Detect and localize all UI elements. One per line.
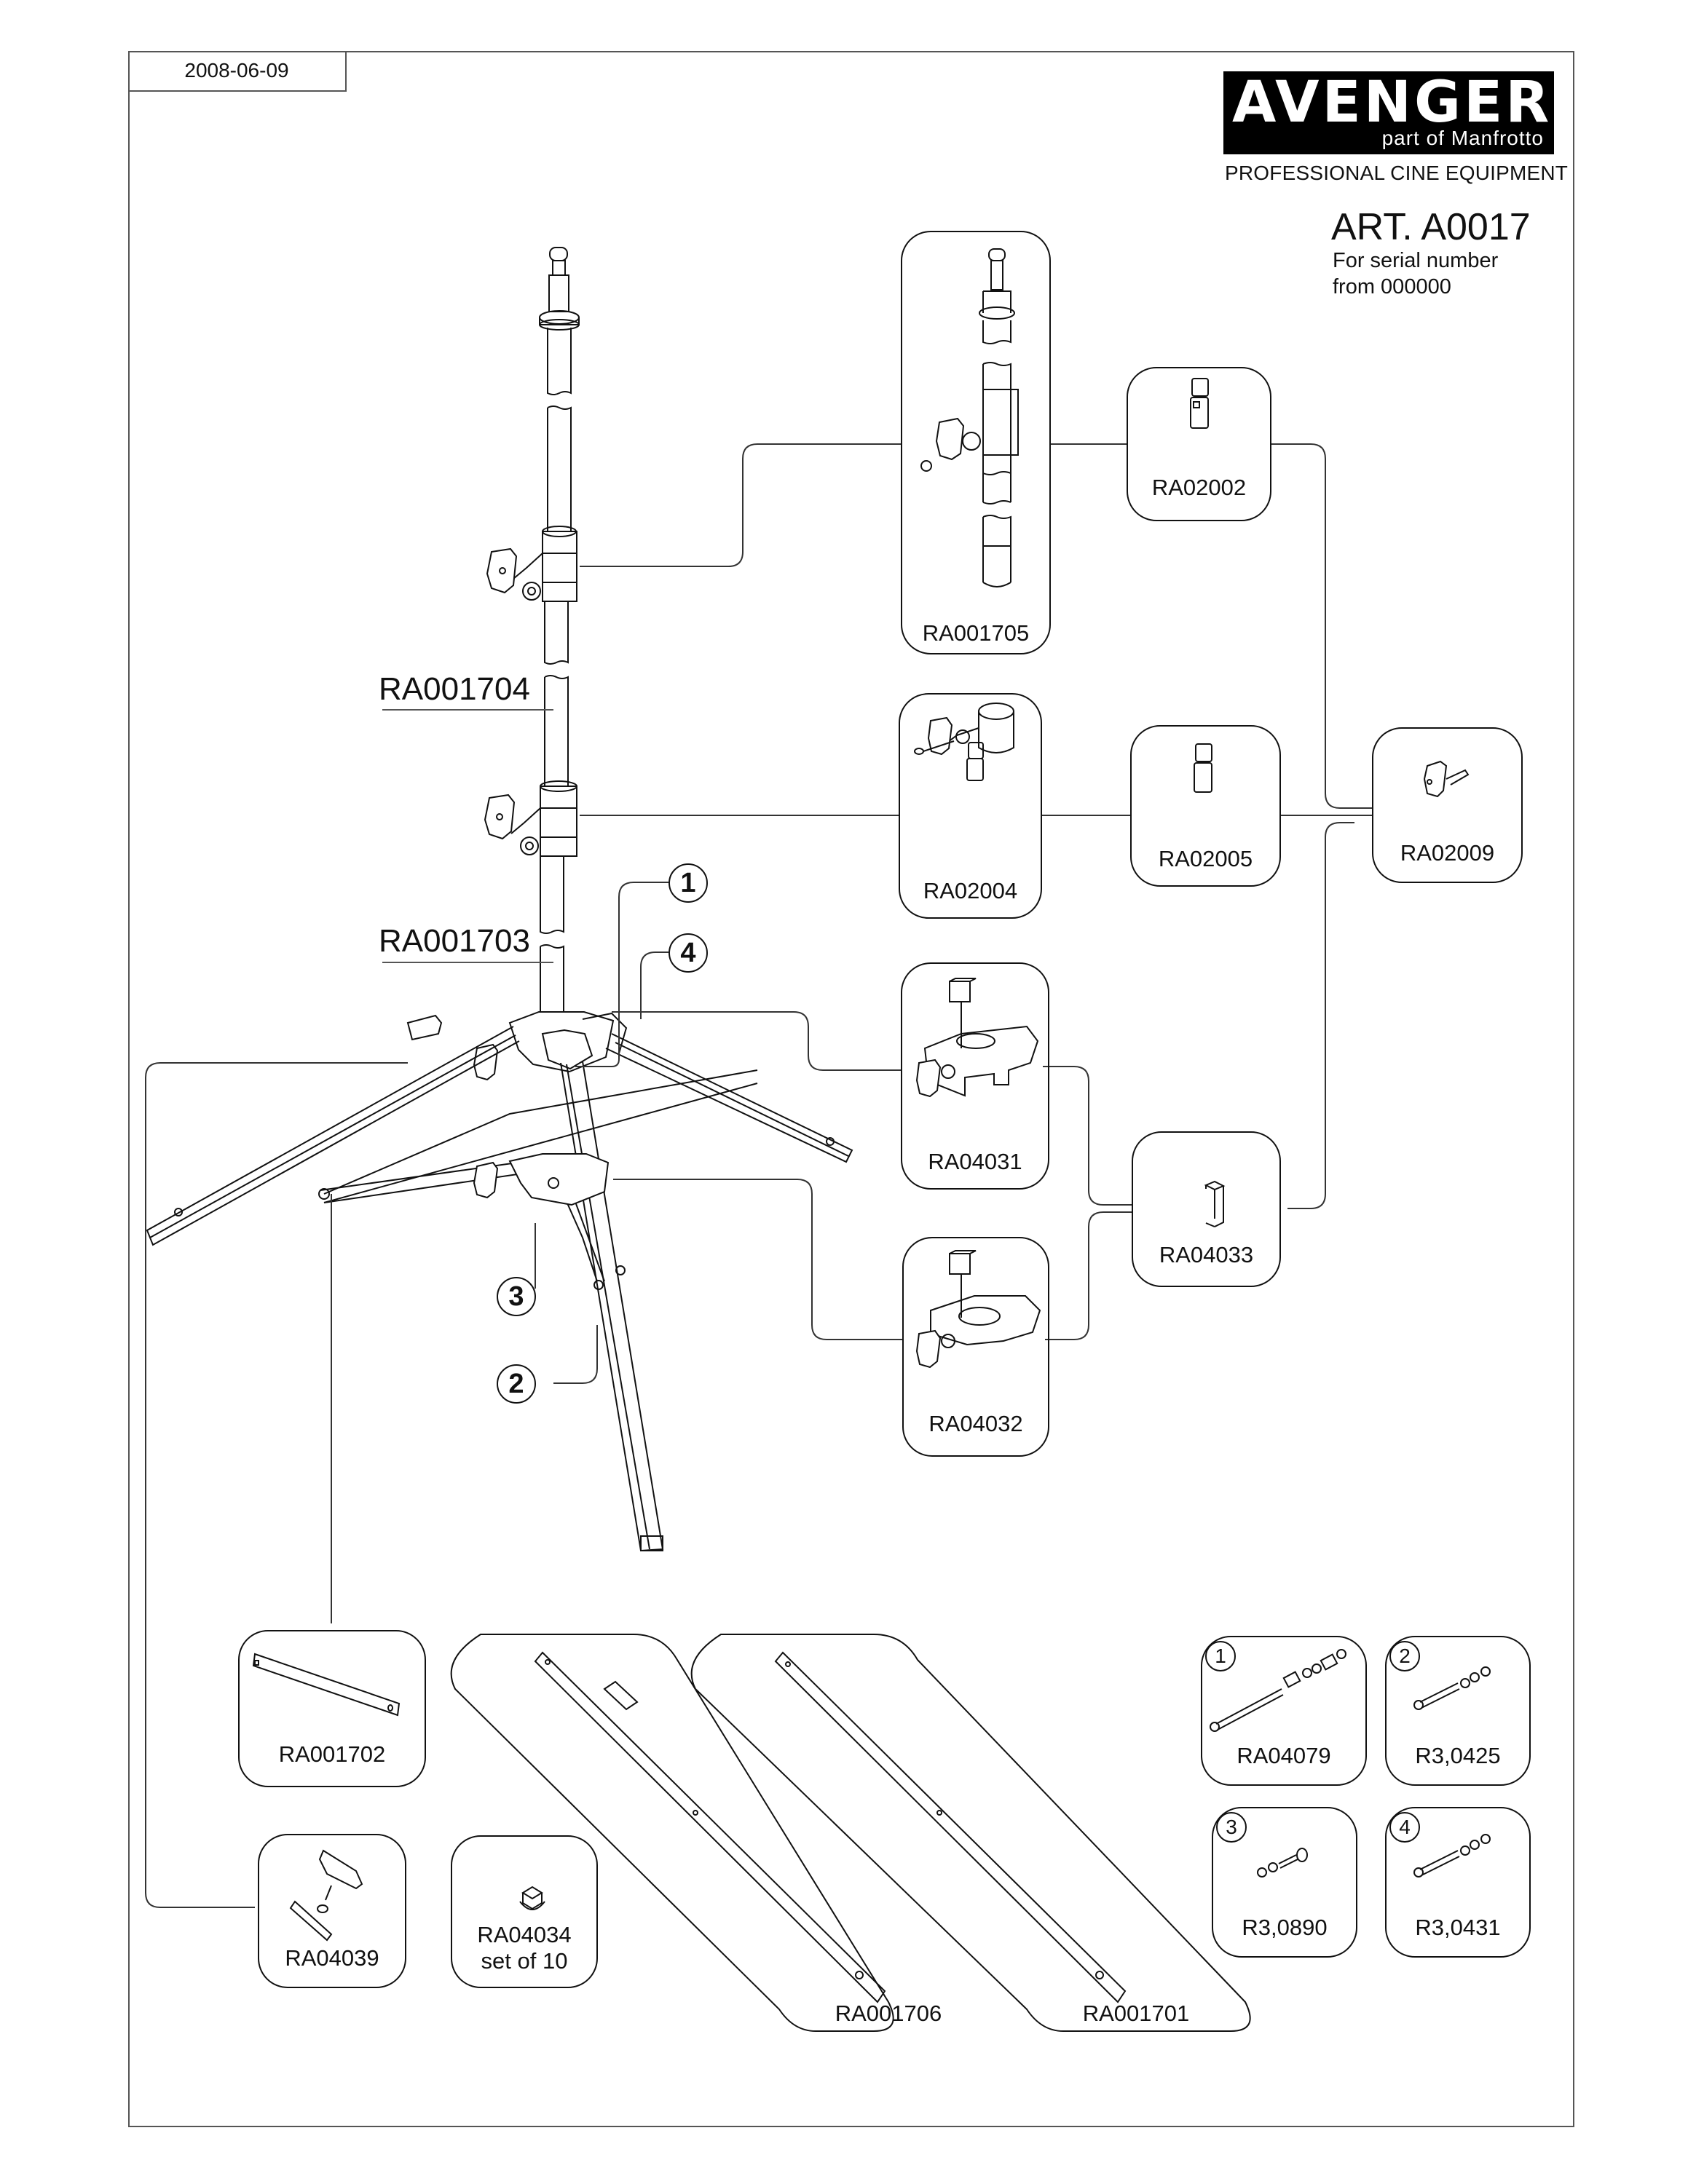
ra04034-illustration: [519, 1886, 545, 1910]
part-label-ra04033: RA04033: [1159, 1242, 1254, 1267]
hardware-badge-3: 3: [1216, 1812, 1247, 1843]
part-label-ra001706: RA001706: [835, 2001, 942, 2026]
upper-leg-casting: [473, 1011, 628, 1081]
part-box-frames: [238, 231, 1531, 2032]
part-label-ra04031: RA04031: [928, 1149, 1022, 1174]
box-r3-0425: [1385, 1636, 1531, 1786]
brand-subtitle: part of Manfrotto: [1381, 127, 1544, 149]
part-label-ra001702: RA001702: [278, 1741, 386, 1767]
box-ra001706: [450, 1634, 894, 2032]
callout-badge-4: 4: [669, 933, 708, 973]
column-label-ra001703: RA001703: [379, 923, 530, 959]
box-ra001701: [690, 1634, 1251, 2032]
r3-0890-illustration: [1257, 1848, 1308, 1878]
lower-brace-casting: [473, 1153, 610, 1206]
ra001706-illustration: [534, 1651, 886, 2003]
ra02009-illustration: [1423, 760, 1470, 798]
box-ra04033: [1132, 1131, 1281, 1287]
ra02002-illustration: [1190, 378, 1209, 429]
ra02005-illustration: [1194, 743, 1212, 793]
article-number: ART. A0017: [1331, 206, 1531, 248]
main-stand-drawing: [146, 247, 853, 1552]
part-label-ra001705: RA001705: [922, 620, 1030, 646]
box-ra02005: [1130, 725, 1281, 887]
r3-0431-illustration: [1413, 1834, 1491, 1878]
ra04032-illustration: [915, 1250, 1041, 1369]
leg-right: [605, 1033, 853, 1163]
hardware-badge-1: 1: [1205, 1641, 1236, 1671]
part-label-ra02004: RA02004: [923, 878, 1018, 903]
middle-riser-clamp: [484, 780, 577, 857]
serial-note: For serial number from 000000: [1333, 249, 1499, 298]
part-label-ra02002: RA02002: [1151, 475, 1247, 500]
part-label-ra04039: RA04039: [285, 1945, 379, 1971]
leg-lock-knob: [406, 1014, 443, 1041]
hardware-label-ra04079: RA04079: [1237, 1743, 1331, 1768]
column-label-ra001704: RA001704: [379, 671, 530, 707]
brand-name: AVENGER: [1232, 70, 1553, 135]
hardware-label-r3-0425: R3,0425: [1415, 1743, 1501, 1768]
box-ra001705: [901, 231, 1051, 654]
ra001702-illustration: [252, 1653, 401, 1717]
ra001705-illustration: [920, 248, 1019, 588]
ra04033-illustration: [1204, 1180, 1226, 1227]
box-ra04079: [1201, 1636, 1367, 1786]
leg-front: [560, 1061, 664, 1552]
part-label-ra001701: RA001701: [1082, 2001, 1190, 2026]
tagline: PROFESSIONAL CINE EQUIPMENT: [1225, 162, 1569, 184]
box-r3-0431: [1385, 1807, 1531, 1958]
box-ra04031: [901, 962, 1049, 1190]
ra001701-illustration: [774, 1651, 1127, 2003]
box-ra04032: [902, 1237, 1049, 1457]
part-label-ra02005: RA02005: [1158, 846, 1253, 871]
part-label-ra04034: RA04034: [477, 1922, 572, 1947]
box-ra04034: [451, 1835, 598, 1988]
ra02004-illustration: [914, 703, 1014, 781]
box-r3-0890: [1212, 1807, 1357, 1958]
callout-badge-1: 1: [669, 863, 708, 903]
box-ra04039: [258, 1834, 406, 1988]
ra04039-illustration: [289, 1849, 363, 1942]
spigot-top: [539, 247, 580, 331]
tube-section: [547, 328, 572, 395]
part-note-ra04034: set of 10: [481, 1948, 568, 1974]
box-ra02002: [1127, 367, 1271, 521]
box-ra02009: [1372, 727, 1523, 883]
part-label-ra02009: RA02009: [1400, 840, 1495, 866]
ra04031-illustration: [915, 978, 1039, 1098]
part-label-ra04032: RA04032: [928, 1411, 1023, 1436]
ra04079-illustration: [1210, 1649, 1346, 1732]
box-ra001702: [238, 1630, 426, 1787]
leg-left: [146, 1014, 520, 1246]
drawing-date: 2008-06-09: [128, 51, 347, 92]
upper-riser-clamp: [486, 526, 577, 602]
hardware-label-r3-0431: R3,0431: [1415, 1915, 1501, 1940]
hardware-label-r3-0890: R3,0890: [1242, 1915, 1328, 1940]
callout-badge-2: 2: [497, 1364, 536, 1404]
r3-0425-illustration: [1413, 1666, 1491, 1710]
box-ra02004: [899, 693, 1042, 919]
hardware-badge-2: 2: [1389, 1641, 1420, 1671]
connector-lines: [145, 443, 1373, 1908]
callout-badge-3: 3: [497, 1277, 536, 1316]
brand-logo: AVENGER part of Manfrotto: [1223, 71, 1554, 154]
drawing-frame: [128, 51, 1574, 2127]
hardware-badge-4: 4: [1389, 1812, 1420, 1843]
